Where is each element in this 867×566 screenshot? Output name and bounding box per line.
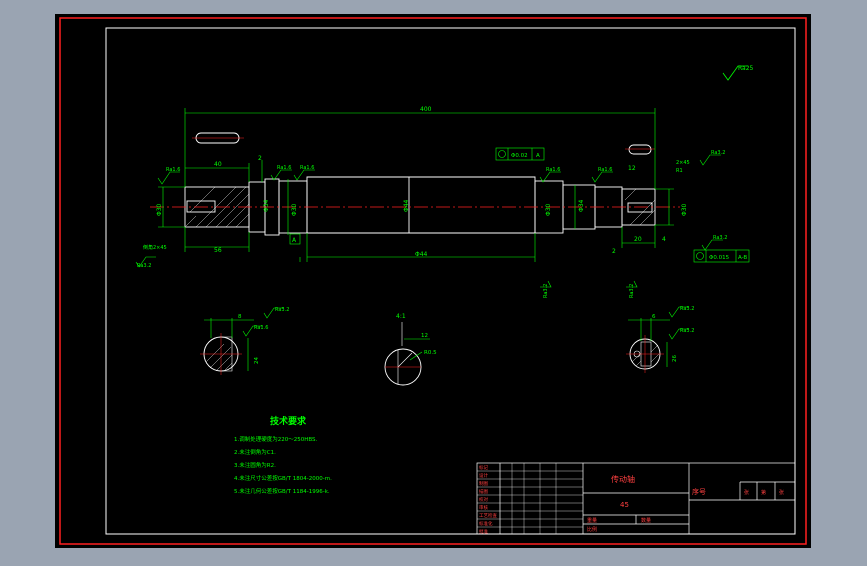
dim-right-seat-diameter: Φ30 (545, 203, 552, 216)
quantity-label: 数量 (641, 517, 651, 524)
top-frame-datum: A (536, 153, 540, 159)
fillet-note: R1 (676, 168, 683, 174)
right-key-depth: 26 (672, 355, 678, 362)
scale-label: 比例 (587, 526, 597, 533)
dim-groove-b: 2 (612, 248, 616, 255)
row-label-4: 描图 (479, 488, 488, 495)
part-material: 45 (620, 501, 629, 509)
corner-roughness-symbol: Ra25 (722, 65, 754, 81)
part-name: 传动轴 (611, 474, 635, 484)
right-key-slot-view (628, 144, 652, 155)
dim-end-diameter: Φ30 (681, 203, 688, 216)
sheet-background (55, 14, 811, 548)
row-label-8: 标准化 (479, 520, 493, 527)
right-frame-datum: A-B (738, 255, 747, 261)
dim-left-diameter: Φ30 (156, 203, 163, 216)
detail-width: 12 (421, 333, 428, 339)
tech-req-item-3: 3.未注圆角为R2. (234, 461, 276, 469)
detail-scale: 4:1 (396, 313, 406, 320)
title-block-texts: 传动轴 45 序号 重量 比例 数量 张 第 张 标记 设计 制图 描图 校对 … (479, 464, 784, 535)
chamfer-notes: 倒角2×45 2×45 R1 (143, 160, 690, 251)
dim-body-length: Φ44 (415, 251, 428, 258)
right-frame-value: Φ0.015 (709, 255, 730, 261)
roughness-r4: Ra1.6 (546, 167, 560, 173)
tech-req-item-4: 4.未注尺寸公差按GB/T 1804-2000-m. (234, 474, 332, 482)
corner-roughness-text: Ra25 (738, 65, 754, 72)
sheet-total-label: 张 (779, 489, 784, 496)
roughness-r1: Ra1.6 (166, 167, 180, 173)
row-label-3: 制图 (479, 480, 488, 487)
inner-frame (105, 27, 796, 535)
tech-req-item-2: 2.未注倒角为C1. (234, 448, 276, 456)
outer-border (59, 17, 807, 545)
sheet-number-label: 第 (761, 489, 766, 496)
dim-left-shoulder: 40 (214, 161, 222, 168)
left-section-view: 8 24 Ra3.2 Ra1.6 (200, 307, 289, 375)
roughness-r3: Ra1.6 (300, 165, 314, 171)
dimension-texts: 400 40 56 20 4 12 2 2 Φ44 Φ30 Φ34 Φ30 Φ4… (156, 106, 688, 258)
right-key-width: 6 (652, 314, 656, 320)
seq-label: 序号 (692, 487, 706, 496)
roughness-marks (135, 154, 723, 288)
technical-requirements: 技术要求 1.调制处理硬度为220～250HBS. 2.未注倒角为C1. 3.未… (234, 415, 332, 495)
roughness-r13: Ra3.2 (680, 328, 694, 334)
dim-groove-a: 2 (258, 155, 262, 162)
weight-label: 重量 (587, 517, 597, 524)
dim-overall-length: 400 (420, 106, 432, 113)
sheet-count-label: 张 (744, 489, 749, 496)
roughness-r11: Ra3.2 (275, 307, 289, 313)
roughness-r2: Ra1.6 (277, 165, 291, 171)
title-block (476, 462, 796, 535)
dim-mid-diameter-left: Φ34 (263, 199, 270, 212)
top-frame-value: Φ0.02 (511, 153, 528, 159)
row-label-1: 标记 (479, 464, 488, 471)
dim-left-length: 56 (214, 247, 222, 254)
tolerance-frame-top: Φ0.02 A (495, 147, 545, 161)
left-key-depth: 24 (254, 357, 260, 364)
tech-req-item-1: 1.调制处理硬度为220～250HBS. (234, 435, 318, 443)
dim-seat-diameter-left: Φ30 (291, 203, 298, 216)
row-label-7: 工艺检查 (479, 512, 497, 519)
dim-right-bottom: 20 (634, 236, 642, 243)
right-section-view: 6 26 Ra3.2 Ra3.2 (626, 306, 694, 373)
roughness-texts: Ra1.6 Ra1.6 Ra1.6 Ra1.6 Ra1.6 Ra3.2 Ra3.… (137, 150, 727, 298)
roughness-r5: Ra1.6 (598, 167, 612, 173)
row-label-2: 设计 (479, 472, 488, 479)
right-keyway (627, 202, 653, 213)
roughness-r12: Ra3.2 (680, 306, 694, 312)
chamfer-left-note: 倒角2×45 (143, 244, 167, 251)
detail-radius: R0.5 (424, 350, 437, 356)
dim-right-small: 4 (662, 236, 666, 243)
roughness-r9: Ra3.2 (629, 284, 635, 298)
dim-right-diameter: Φ34 (578, 199, 585, 212)
tech-req-title: 技术要求 (270, 415, 307, 427)
dim-body-diameter: Φ44 (403, 199, 410, 212)
roughness-r10: Ra3.2 (137, 263, 151, 269)
tolerance-frame-right: Φ0.015 A-B (693, 249, 750, 263)
tech-req-item-5: 5.未注几何公差按GB/T 1184-1996-k. (234, 487, 330, 495)
row-label-9: 批准 (479, 528, 488, 535)
row-label-5: 校对 (479, 496, 488, 503)
row-label-6: 审核 (479, 504, 488, 511)
roughness-r6: Ra3.2 (711, 150, 725, 156)
roughness-r7: Ra3.2 (713, 235, 727, 241)
right-end-hatching (624, 188, 656, 226)
roughness-left-section: Ra1.6 (254, 325, 268, 331)
chamfer-right-note: 2×45 (676, 160, 690, 166)
dimension-lines (158, 108, 674, 262)
datum-a-label: A (292, 237, 297, 244)
left-key-width: 8 (238, 314, 242, 320)
detail-view: 4:1 12 R0.5 (384, 313, 437, 386)
datum-a-box: A (289, 233, 301, 245)
roughness-r8: Ra3.2 (543, 284, 549, 298)
dim-right-top: 12 (628, 165, 636, 172)
